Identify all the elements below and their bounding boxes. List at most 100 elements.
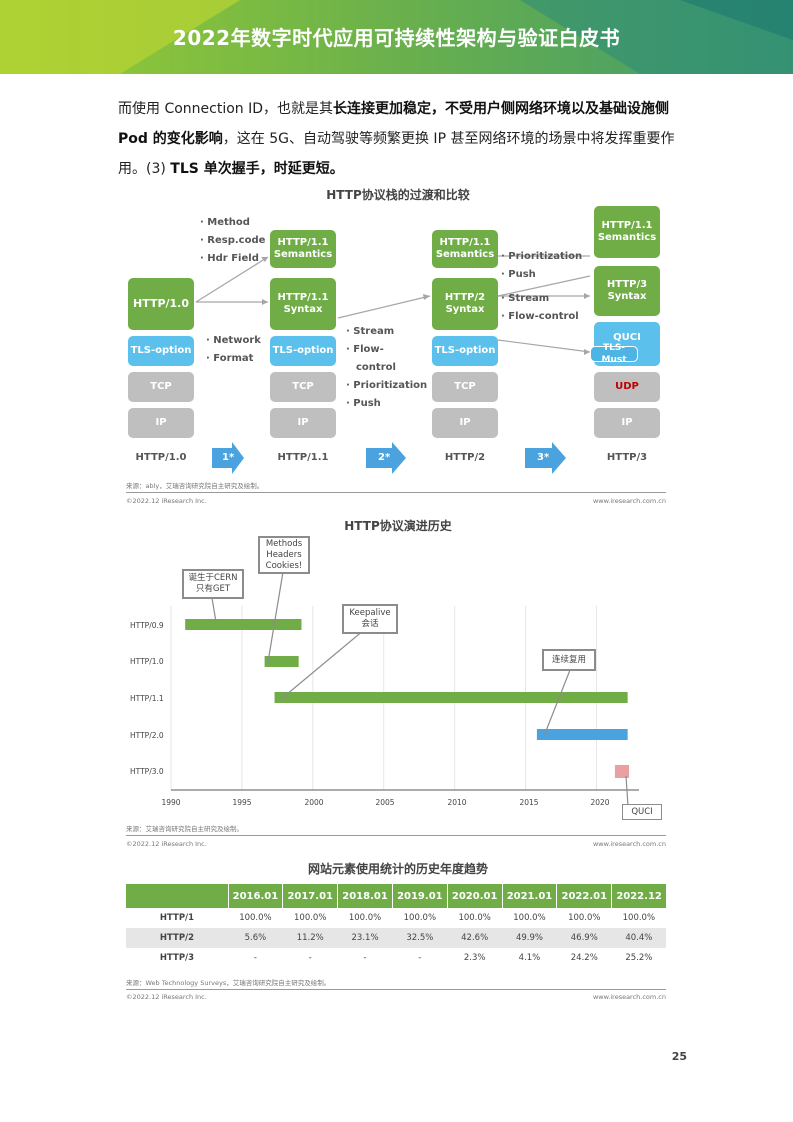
fig1-connectors (195, 255, 591, 474)
table-cell: 11.2% (282, 928, 338, 948)
bullets-http3-a: · Prioritization · Push (501, 251, 583, 280)
fig3-source: 来源：Web Technology Surveys，艾瑞咨询研究院自主研究及绘制… (126, 979, 331, 987)
fig1-website: www.iresearch.com.cn (592, 497, 666, 505)
box-tcp-1: TCP (128, 372, 194, 402)
arrow-label-3: 3* (537, 452, 550, 463)
bullet-stream-2: Stream (508, 293, 550, 304)
x-tick-1995: 1995 (232, 798, 252, 807)
table-cell: 100.0% (239, 913, 272, 923)
header-banner: 2022年数字时代应用可持续性架构与验证白皮书 (0, 0, 793, 74)
callout-pointers (211, 571, 629, 807)
bullets-http11-syntax-items: · Network · Format (206, 335, 261, 364)
para-text-1: 而使用 Connection ID，也就是其 (118, 101, 334, 117)
table-cell: HTTP/3 (159, 953, 195, 963)
box-tcp-2: TCP (270, 372, 336, 402)
usage-table: 2016.01 2017.01 2018.01 2019.01 2020.01 … (126, 884, 666, 968)
pointer-cern (211, 597, 217, 623)
box-tcp-3: TCP (432, 372, 498, 402)
table-cell: 5.6% (228, 928, 283, 948)
body-paragraph: 而使用 Connection ID，也就是其长连接更加稳定，不受用户侧网络环境以… (118, 94, 678, 184)
fig2-timeline-chart (170, 571, 639, 807)
bullet-control: control (356, 362, 396, 373)
box-tls-option-1: TLS-option (128, 336, 194, 366)
box-http10: HTTP/1.0 (128, 278, 194, 330)
table-cell: 24.2% (570, 953, 598, 963)
pointer-methods (267, 571, 284, 663)
table-header: 2020.01 (447, 884, 503, 908)
fig3-title: 网站元素使用统计的历史年度趋势 (307, 862, 488, 876)
bullet-network: Network (213, 335, 261, 346)
table-row: HTTP/1 100.0% 100.0% 100.0% 100.0% 100.0… (126, 908, 666, 928)
table-cell: 100.0% (348, 913, 382, 923)
table-cell: 100.0% (403, 913, 437, 923)
bullets-http3-b: · Stream · Flow-control (501, 293, 579, 322)
fig3-website: www.iresearch.com.cn (592, 993, 666, 1001)
pointer-multiplex (543, 669, 571, 737)
bullets-http2-features: · Stream · Flow- control · Prioritizatio… (346, 326, 428, 409)
timeline-bar-http2-0 (536, 729, 628, 740)
callout-multiplex: 连续复用 (542, 649, 596, 671)
bullet-hdr-field: Hdr Field (207, 253, 259, 264)
bullet-flow-control: Flow-control (508, 311, 579, 322)
box-tls-option-2: TLS-option (270, 336, 336, 366)
box-http11-semantics-2: HTTP/1.1 Semantics (270, 230, 336, 268)
row-label-http10: HTTP/1.0 (130, 657, 164, 666)
fig1-copyright: ©2022.12 iResearch Inc. (126, 497, 207, 505)
table-cell: 46.9% (556, 928, 612, 948)
page-header-title: 2022年数字时代应用可持续性架构与验证白皮书 (172, 26, 621, 50)
bullet-push-2: Push (508, 269, 536, 280)
callout-keepalive: Keepalive 会话 (342, 604, 398, 634)
table-cell: - (308, 953, 312, 963)
box-http11-semantics-3: HTTP/1.1 Semantics (432, 230, 498, 268)
x-tick-1990: 1990 (161, 798, 181, 807)
bullets-http11-semantic-items: · Method · Resp.code · Hdr Field (200, 217, 266, 264)
box-http2-syntax: HTTP/2 Syntax (432, 278, 498, 330)
callout-methods: Methods Headers Cookies! (258, 536, 310, 574)
fig1-source: 来源：ably，艾瑞咨询研究院自主研究及绘制。 (126, 482, 264, 490)
x-tick-2020: 2020 (590, 798, 610, 807)
table-cell: 100.0% (513, 913, 546, 923)
box-ip-1: IP (128, 408, 194, 438)
timeline-bar-http0-9 (185, 619, 302, 630)
table-cell: 23.1% (337, 928, 393, 948)
arrow-label-2: 2* (378, 452, 391, 463)
table-cell: - (253, 953, 257, 963)
table-cell: 25.2% (625, 953, 653, 963)
para-bold-1: 长连接更加稳定，不受用户侧网络环境以及基础设施侧Pod 的变化影响 (118, 101, 670, 147)
fig2-copyright: ©2022.12 iResearch Inc. (126, 840, 207, 848)
connector-g (497, 275, 591, 297)
connector-e (497, 339, 591, 353)
fig2-divider (126, 835, 666, 836)
box-http3-syntax: HTTP/3 Syntax (594, 266, 660, 316)
table-cell: 49.9% (502, 928, 557, 948)
x-tick-2000: 2000 (304, 798, 324, 807)
label-http3: HTTP/3 (606, 452, 648, 463)
fig2-source: 来源：艾瑞咨询研究院自主研究及绘制。 (126, 825, 243, 833)
box-tls-option-3: TLS-option (432, 336, 498, 366)
table-header: 2022.12 (611, 884, 666, 908)
x-tick-2015: 2015 (519, 798, 539, 807)
label-http11: HTTP/1.1 (277, 452, 329, 463)
table-header-row: 2016.01 2017.01 2018.01 2019.01 2020.01 … (126, 884, 666, 908)
transition-arrow-1 (212, 442, 244, 474)
label-http2: HTTP/2 (444, 452, 486, 463)
table-cell: 40.4% (611, 928, 666, 948)
bullet-push: Push (353, 398, 381, 409)
table-cell: HTTP/1 (159, 913, 195, 923)
box-udp: UDP (594, 372, 660, 402)
x-tick-2005: 2005 (375, 798, 395, 807)
table-row: HTTP/2 5.6% 11.2% 23.1% 32.5% 42.6% 49.9… (126, 928, 666, 948)
table-cell: 100.0% (568, 913, 601, 923)
table-cell: 100.0% (458, 913, 491, 923)
label-http10: HTTP/1.0 (135, 452, 187, 463)
table-cell: 100.0% (622, 913, 656, 923)
bullet-method: Method (207, 217, 250, 228)
transition-arrow-2 (366, 442, 406, 474)
table-header: 2021.01 (502, 884, 558, 908)
table-header: 2016.01 (228, 884, 284, 908)
box-ip-2: IP (270, 408, 336, 438)
bullet-stream: Stream (353, 326, 395, 337)
table-cell: 32.5% (392, 928, 448, 948)
timeline-bar-http1-1 (274, 692, 628, 703)
timeline-bar-http3-0 (614, 765, 630, 778)
